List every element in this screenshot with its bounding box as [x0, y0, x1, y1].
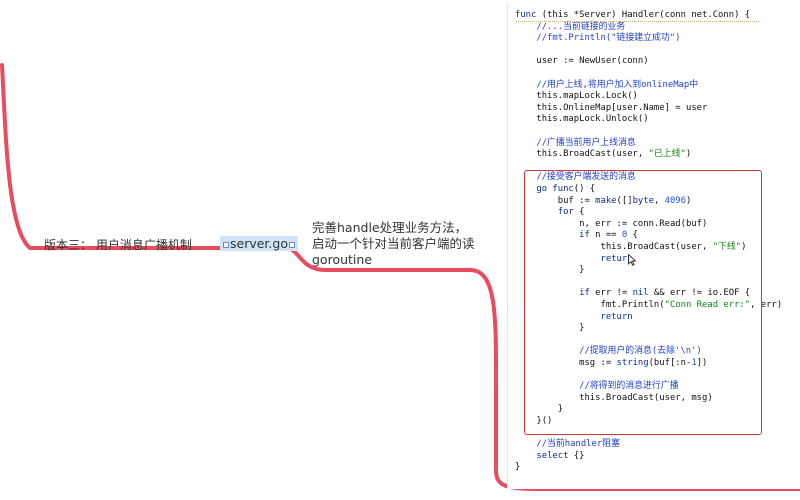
code-line: if err != nil && err != io.EOF { [579, 288, 751, 299]
code-line: } [515, 404, 564, 415]
code-line: n, err := conn.Read(buf) [515, 218, 708, 229]
code-line: //当前handler阻塞 [536, 439, 620, 450]
code-line: for { [557, 207, 585, 218]
function-signature-underline [516, 21, 759, 22]
code-line: go func() { [536, 184, 596, 194]
selection-handle-left-icon[interactable] [223, 241, 229, 248]
root-branch-line [0, 63, 800, 491]
code-line: if n == 0 { [579, 230, 638, 241]
code-line: //将得到的消息进行广播 [579, 381, 679, 392]
code-line: //...当前链接的业务 [536, 21, 626, 32]
code-line: msg := string(buf[:n-1]) [515, 358, 708, 368]
code-line: //fmt.Println("链接建立成功") [536, 33, 681, 44]
code-line: //接受客户端发送的消息 [536, 172, 636, 183]
mindmap-node-version[interactable]: 版本三： 用户消息广播机制 [44, 238, 192, 252]
code-line: this.BroadCast(user, msg) [515, 392, 713, 403]
code-line: //提取用户的消息(去除'\n') [579, 346, 702, 357]
code-line: select {} [536, 450, 585, 461]
code-line: buf := make([]byte, 4096) [515, 195, 692, 206]
code-line: fmt.Println("Conn Read err:", err) [515, 300, 783, 310]
code-line: //广播当前用户上线消息 [536, 137, 636, 148]
code-line: } [515, 462, 521, 473]
code-line: user := NewUser(conn) [515, 56, 649, 67]
mindmap-node-description[interactable]: 完善handle处理业务方法，启动一个针对当前客户端的读goroutine [312, 220, 475, 267]
code-line: return [600, 311, 633, 322]
code-line: this.OnlineMap[user.Name] = user [515, 102, 708, 113]
code-line: this.mapLock.Unlock() [515, 114, 649, 125]
code-line: } [515, 323, 585, 334]
code-snippet-panel: func (this *Server) Handler(conn net.Con… [507, 3, 800, 489]
mouse-pointer-icon [628, 254, 636, 266]
code-line: func (this *Server) Handler(conn net.Con… [515, 10, 751, 20]
code-line: return [600, 253, 633, 264]
mindmap-node-file[interactable]: server.go [220, 236, 298, 251]
goroutine-highlight-box [524, 170, 762, 435]
code-line: }() [515, 416, 553, 426]
code-line: this.mapLock.Lock() [515, 91, 638, 102]
code-line: this.BroadCast(user, "下线") [515, 242, 747, 252]
code-line: } [515, 265, 585, 276]
selection-handle-right-icon[interactable] [288, 241, 295, 248]
mindmap-node-file-label: server.go [230, 236, 288, 251]
code-line: this.BroadCast(user, "已上线") [515, 149, 692, 160]
code-line: //用户上线,将用户加入到onlineMap中 [536, 79, 699, 90]
